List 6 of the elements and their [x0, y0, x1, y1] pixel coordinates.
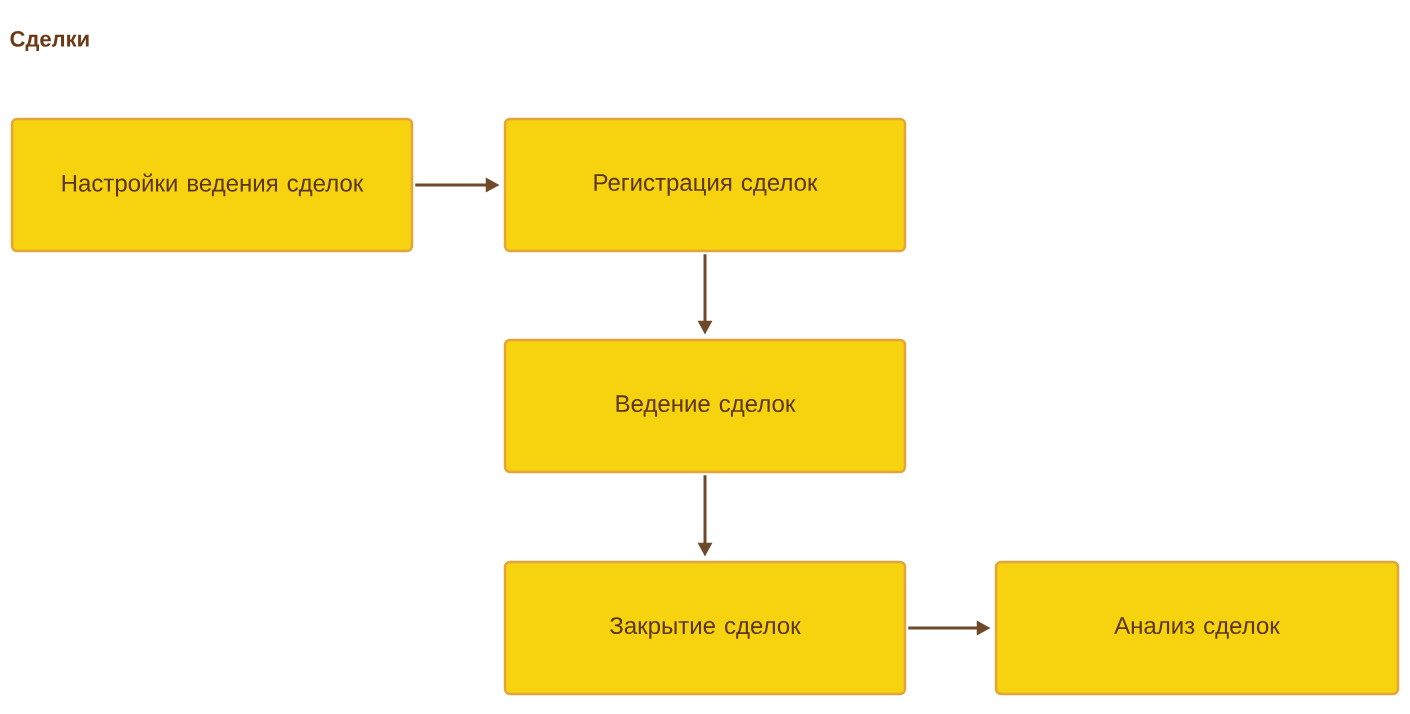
process-box: Настройки ведения сделок	[10, 117, 414, 253]
process-box: Регистрация сделок	[503, 117, 907, 253]
process-box: Ведение сделок	[503, 338, 907, 474]
title: Сделки	[10, 31, 89, 51]
process-box: Закрытие сделок	[503, 560, 907, 696]
process-box: Анализ сделок	[994, 560, 1400, 696]
